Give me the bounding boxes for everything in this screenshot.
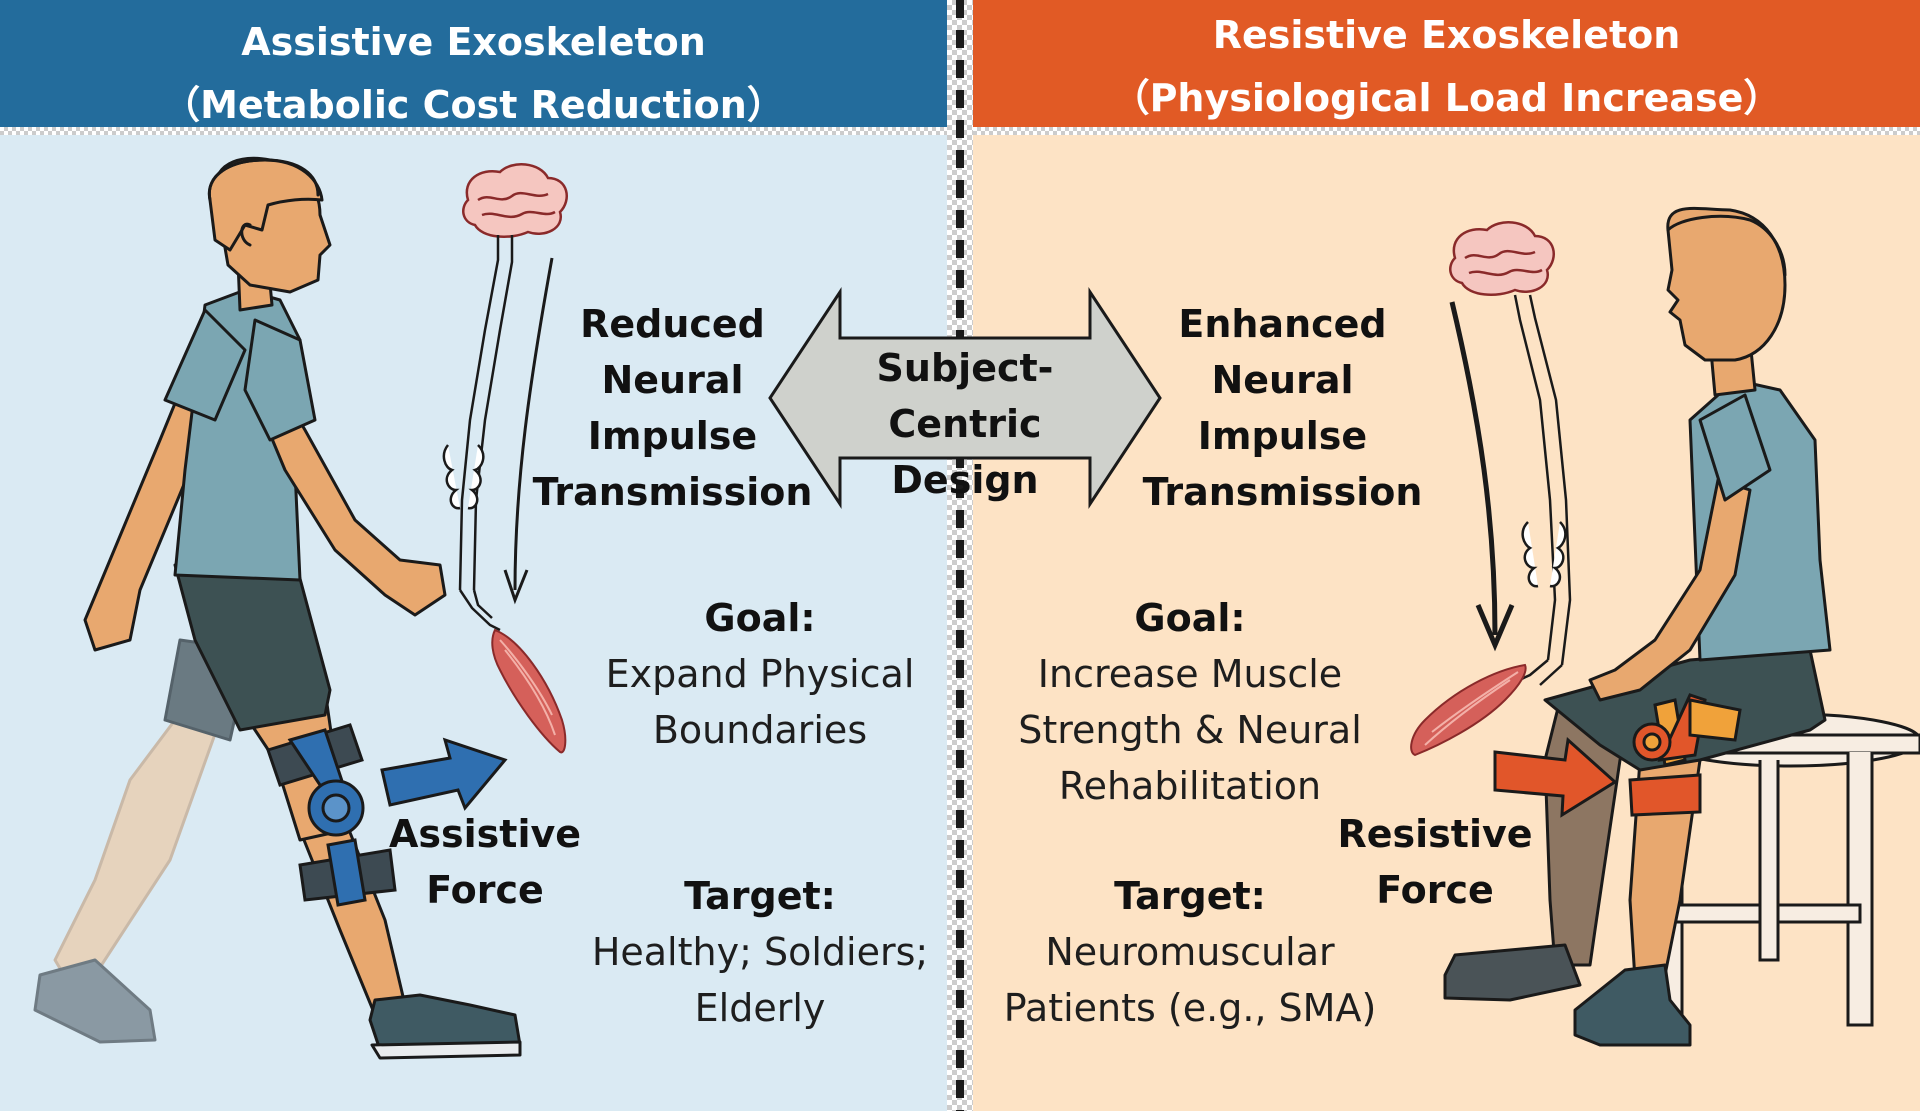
resistive-target: Target: Neuromuscular Patients (e.g., SM… [1000, 868, 1380, 1036]
target-line: Neuromuscular [1045, 930, 1335, 974]
target-heading: Target: [1114, 874, 1266, 918]
goal-line: Rehabilitation [1058, 764, 1322, 808]
center-label-line: Design [891, 458, 1039, 502]
goal-line: Strength & Neural [1018, 708, 1362, 752]
resistive-force-label: Resistive Force [1330, 806, 1540, 918]
assistive-goal: Goal: Expand Physical Boundaries [580, 590, 940, 758]
neural-label-line: Transmission [532, 470, 813, 514]
subject-centric-double-arrow [768, 287, 1162, 509]
target-line: Patients (e.g., SMA) [1003, 986, 1377, 1030]
assistive-force-arrow [380, 737, 508, 811]
assistive-subtitle: （Metabolic Cost Reduction） [162, 83, 785, 127]
neural-label-line: Reduced [580, 302, 765, 346]
enhanced-neural-label: Enhanced Neural Impulse Transmission [1140, 296, 1425, 520]
assistive-target: Target: Healthy; Soldiers; Elderly [580, 868, 940, 1036]
assistive-force-label: Assistive Force [380, 806, 590, 918]
brain-icon [1449, 221, 1555, 296]
neural-label-line: Neural [601, 358, 744, 402]
spinal-cord-icon [1513, 294, 1572, 686]
spinal-cord-icon [442, 235, 514, 632]
dashed-divider-line [956, 0, 964, 1111]
resistive-force-arrow [1493, 737, 1618, 818]
resistive-header: Resistive Exoskeleton （Physiological Loa… [973, 0, 1920, 127]
goal-line: Boundaries [652, 708, 868, 752]
neural-signal-arrow [513, 257, 554, 591]
header-checker-strip [0, 127, 947, 135]
target-line: Elderly [694, 986, 826, 1030]
goal-line: Increase Muscle [1037, 652, 1343, 696]
target-line: Healthy; Soldiers; [591, 930, 929, 974]
goal-heading: Goal: [704, 596, 816, 640]
center-label-line: Subject-Centric [876, 346, 1054, 446]
reduced-neural-label: Reduced Neural Impulse Transmission [530, 296, 815, 520]
neural-label-line: Transmission [1142, 470, 1423, 514]
neural-label-line: Impulse [587, 414, 758, 458]
muscle-icon [491, 628, 567, 754]
target-heading: Target: [684, 874, 836, 918]
neural-signal-arrowhead [1475, 604, 1515, 652]
force-label-line: Force [426, 868, 544, 912]
assistive-title: Assistive Exoskeleton [241, 20, 706, 64]
neural-signal-arrow [1449, 301, 1498, 636]
brain-icon [462, 163, 568, 238]
neural-label-line: Enhanced [1178, 302, 1387, 346]
goal-line: Expand Physical [605, 652, 915, 696]
resistive-goal: Goal: Increase Muscle Strength & Neural … [1000, 590, 1380, 814]
walking-person-icon [33, 156, 522, 1060]
neural-label-line: Neural [1211, 358, 1354, 402]
resistive-title: Resistive Exoskeleton [1212, 13, 1681, 57]
resistive-knee-exoskeleton-icon [1628, 693, 1742, 817]
force-label-line: Resistive [1337, 812, 1533, 856]
sitting-person-icon [1443, 206, 1832, 1047]
force-label-line: Force [1376, 868, 1494, 912]
knee-exoskeleton-icon [266, 723, 397, 907]
assistive-header: Assistive Exoskeleton （Metabolic Cost Re… [0, 0, 947, 127]
resistive-subtitle: （Physiological Load Increase） [1111, 76, 1782, 120]
subject-centric-label: Subject-Centric Design [800, 340, 1130, 508]
header-checker-strip [973, 127, 1920, 135]
muscle-icon [1410, 663, 1527, 757]
neural-signal-arrowhead [503, 569, 529, 605]
force-label-line: Assistive [388, 812, 582, 856]
goal-heading: Goal: [1134, 596, 1246, 640]
neural-label-line: Impulse [1197, 414, 1368, 458]
